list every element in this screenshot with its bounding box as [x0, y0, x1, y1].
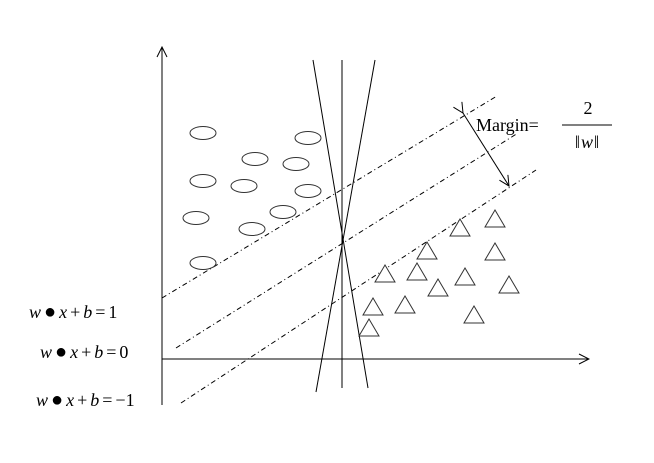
ellipse-point	[189, 174, 217, 188]
ellipse-point	[238, 222, 266, 236]
candidate-line-left	[312, 59, 369, 389]
ellipse-point	[241, 152, 269, 166]
hyperplane-minus-one	[180, 169, 537, 404]
ellipse-point	[294, 184, 322, 198]
triangle-point	[406, 262, 428, 281]
ellipse-point	[230, 179, 258, 193]
triangle-point	[394, 295, 416, 314]
class-triangles	[358, 209, 520, 337]
triangle-point	[454, 267, 476, 286]
triangle-point	[498, 275, 520, 294]
axes	[162, 47, 589, 405]
ellipse-point	[189, 256, 217, 270]
hyperplane-plus-one	[161, 95, 498, 299]
triangle-point	[463, 305, 485, 324]
triangle-point	[358, 318, 380, 337]
triangle-point	[427, 278, 449, 297]
candidate-line-right	[315, 59, 376, 393]
ellipse-point	[282, 157, 310, 171]
margin-formula: Margin= 2 ‖w‖	[476, 98, 612, 152]
margin-numerator: 2	[584, 98, 593, 118]
equation-zero: w●x+b=0	[40, 341, 128, 363]
margin-arrow	[463, 113, 509, 186]
hyperplane-zero	[175, 132, 519, 349]
triangle-point	[362, 297, 384, 316]
triangle-point	[484, 242, 506, 261]
hyperplanes	[161, 95, 537, 404]
class-ellipses	[182, 126, 322, 270]
ellipse-point	[189, 126, 217, 140]
margin-label: Margin=	[476, 115, 539, 135]
candidate-separators	[312, 59, 376, 393]
margin-denominator: ‖w‖	[575, 132, 599, 152]
triangle-point	[416, 241, 438, 260]
ellipse-point	[269, 205, 297, 219]
ellipse-point	[294, 131, 322, 145]
equation-plus-one: w●x+b=1	[29, 301, 117, 323]
triangle-point	[484, 209, 506, 228]
ellipse-point	[182, 211, 210, 225]
equation-minus-one: w●x+b=−1	[36, 389, 135, 411]
triangle-point	[374, 264, 396, 283]
triangle-point	[449, 218, 471, 237]
